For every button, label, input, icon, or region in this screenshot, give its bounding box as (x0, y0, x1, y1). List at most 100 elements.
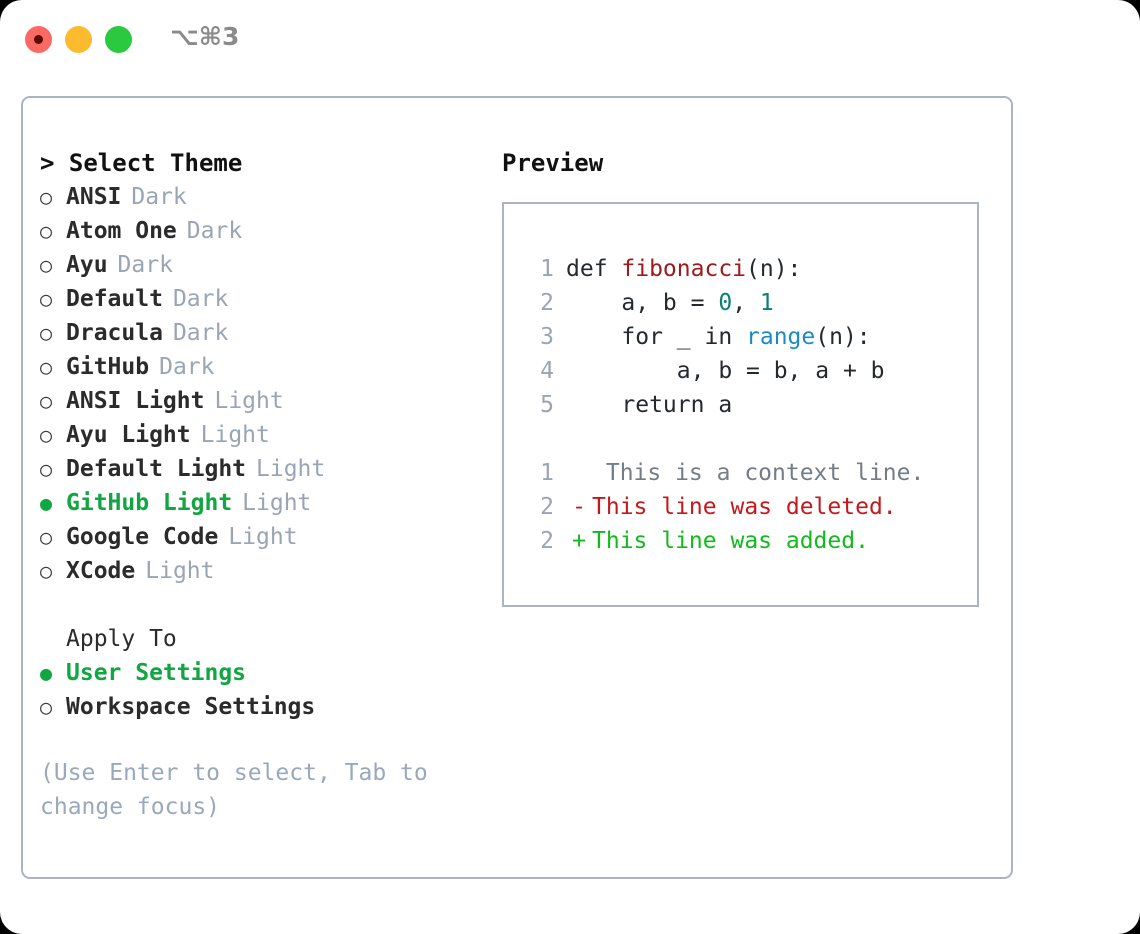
theme-item-tag: Dark (172, 286, 229, 312)
keyboard-hint-text: (Use Enter to select, Tab to change focu… (40, 760, 442, 820)
radio-unselected-icon: ○ (40, 525, 53, 549)
apply-to-item-workspace-settings[interactable]: ○Workspace Settings (40, 690, 500, 724)
theme-item-label: Atom One (66, 218, 177, 244)
diff-sign (566, 456, 592, 490)
theme-item-github-light[interactable]: ● GitHub Light Light (40, 486, 500, 520)
apply-to-item-label: User Settings (66, 660, 247, 686)
radio-unselected-icon: ○ (40, 321, 53, 345)
theme-item-label: Default (66, 286, 163, 312)
theme-item-tag: Light (214, 388, 284, 414)
theme-item-default[interactable]: ○ Default Dark (40, 282, 500, 316)
radio-unselected-icon: ○ (40, 355, 53, 379)
apply-to-section: Apply To ● User Settings ○Workspace Settin… (40, 622, 500, 724)
code-line: 1 def fibonacci(n): (524, 252, 977, 286)
diff-line-context: 1 This is a context line. (524, 456, 977, 490)
code-line: 3 for _ in range(n): (524, 320, 977, 354)
code-line: 2 a, b = 0, 1 (524, 286, 977, 320)
code-token-kw: range (746, 324, 816, 350)
keyboard-shortcut-label: ⌥⌘3 (170, 22, 240, 51)
diff-line-number: 1 (540, 460, 554, 486)
theme-item-tag: Dark (159, 354, 215, 380)
code-token-num: 0 (718, 290, 733, 316)
code-line-text: a, b = 0, 1 (566, 290, 774, 316)
code-line-number: 4 (540, 358, 554, 384)
code-token-num: 1 (759, 290, 774, 316)
radio-unselected-icon: ○ (40, 253, 53, 277)
theme-item-ayu[interactable]: ○ Ayu Dark (40, 248, 500, 282)
radio-unselected-icon: ○ (40, 287, 53, 311)
code-token-fn: fibonacci (621, 256, 747, 282)
radio-unselected-icon: ○ (40, 389, 53, 413)
theme-item-label: GitHub (66, 354, 150, 380)
radio-selected-icon: ● (40, 491, 53, 515)
title-bar: ⌥⌘3 (0, 0, 1140, 78)
radio-unselected-icon: ○ (40, 219, 53, 243)
code-line-number: 3 (540, 324, 554, 350)
theme-item-tag: Light (200, 422, 270, 448)
apply-to-list[interactable]: ● User Settings ○Workspace Settings (40, 656, 500, 724)
diff-sign: - (572, 494, 586, 520)
code-line: 5 return a (524, 388, 977, 422)
code-line: 4 a, b = b, a + b (524, 354, 977, 388)
theme-item-label: GitHub Light (66, 490, 233, 516)
theme-item-tag: Light (256, 456, 326, 482)
radio-selected-icon: ● (40, 661, 53, 685)
maximize-window-button[interactable] (105, 26, 132, 53)
theme-item-label: Dracula (66, 320, 163, 346)
theme-item-ayu-light[interactable]: ○ Ayu Light Light (40, 418, 500, 452)
diff-sign: + (572, 528, 586, 554)
theme-item-atom-one[interactable]: ○ Atom One Dark (40, 214, 500, 248)
diff-line-text: This line was deleted. (592, 494, 897, 520)
radio-unselected-icon: ○ (40, 559, 53, 583)
apply-to-title: Apply To (66, 626, 177, 652)
theme-item-dracula[interactable]: ○ Dracula Dark (40, 316, 500, 350)
radio-unselected-icon: ○ (40, 457, 53, 481)
theme-item-tag: Dark (117, 252, 173, 278)
theme-item-xcode[interactable]: ○ XCode Light (40, 554, 500, 588)
theme-item-tag: Light (228, 524, 298, 550)
theme-item-tag: Light (145, 558, 215, 584)
theme-item-label: ANSI Light (66, 388, 205, 414)
select-theme-header: > Select Theme (40, 149, 243, 177)
theme-item-label: XCode (66, 558, 136, 584)
diff-sample: 1 This is a context line. 2-This line was… (524, 456, 977, 558)
code-line-text: a, b = b, a + b (566, 358, 885, 384)
theme-item-label: Ayu Light (66, 422, 191, 448)
theme-item-ansi-light[interactable]: ○ ANSI Light Light (40, 384, 500, 418)
theme-item-tag: Dark (172, 320, 229, 346)
minimize-window-button[interactable] (65, 26, 92, 53)
theme-item-label: Ayu (66, 252, 108, 278)
diff-line-text: This is a context line. (592, 460, 925, 486)
diff-line-number: 2 (540, 494, 554, 520)
close-window-button[interactable] (25, 26, 52, 53)
code-line-number: 1 (540, 256, 554, 282)
code-line-number: 2 (540, 290, 554, 316)
theme-item-github[interactable]: ○ GitHub Dark (40, 350, 500, 384)
theme-item-tag: Light (242, 490, 312, 516)
diff-line-text: This line was added. (592, 528, 869, 554)
radio-unselected-icon: ○ (40, 423, 53, 447)
code-line-text: def fibonacci(n): (566, 256, 802, 282)
apply-to-item-user-settings[interactable]: ● User Settings (40, 656, 500, 690)
theme-item-google-code[interactable]: ○ Google Code Light (40, 520, 500, 554)
diff-line-number: 2 (540, 528, 554, 554)
radio-unselected-icon: ○ (40, 185, 53, 209)
preview-header: Preview (502, 149, 604, 177)
theme-item-tag: Dark (186, 218, 243, 244)
code-line-text: return a (566, 392, 733, 418)
theme-item-label: Google Code (66, 524, 219, 550)
diff-line-add: 2 +This line was added. (524, 524, 977, 558)
code-line-text: for _ in range(n): (566, 324, 871, 350)
theme-item-label: ANSI (66, 184, 122, 210)
spacer (524, 422, 977, 456)
radio-unselected-icon: ○ (40, 695, 53, 719)
